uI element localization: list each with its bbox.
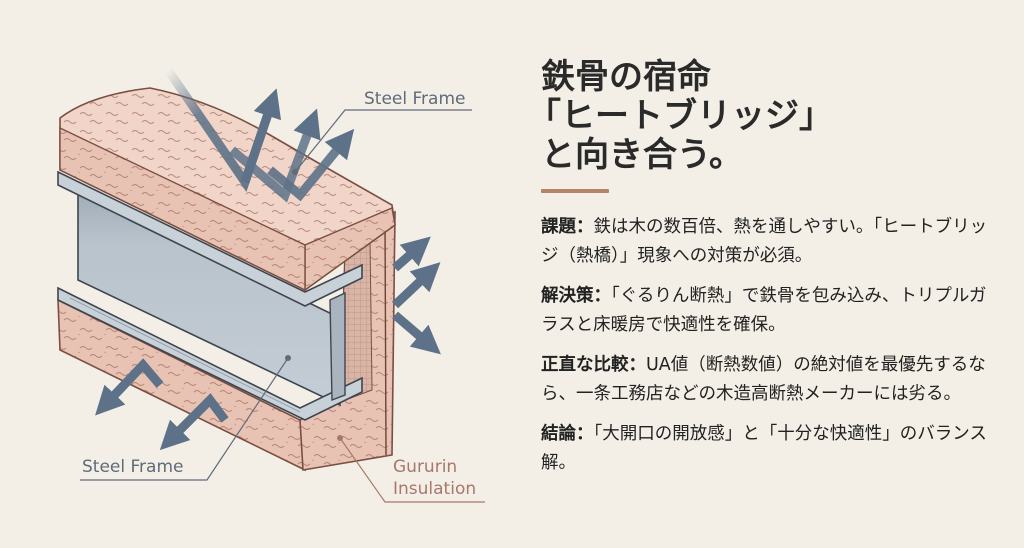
headline: 鉄骨の宿命 「ヒートブリッジ」 と向き合う。: [527, 57, 1001, 175]
point-solution: 解決策：「ぐるりん断熱」で鉄骨を包み込み、トリプルガラスと床暖房で快適性を確保。: [541, 282, 1001, 340]
point-comparison-text: UA値（断熱数値）の絶対値を最優先するなら、一条工務店などの木造高断熱メーカーに…: [541, 355, 986, 404]
steel-frame-insulation-illustration: Steel Frame Steel Frame Gururin Insulati…: [57, 67, 485, 503]
insulation-label: Gururin Insulation: [393, 456, 476, 500]
accent-divider: [541, 189, 609, 193]
point-conclusion-label: 結論：: [541, 424, 594, 444]
steel-frame-label-bottom: Steel Frame: [82, 457, 184, 477]
headline-line1: 鉄骨の宿命: [541, 57, 711, 97]
insulation-label-line2: Insulation: [393, 479, 477, 499]
point-solution-text: 「ぐるりん断熱」で鉄骨を包み込み、トリプルガラスと床暖房で快適性を確保。: [541, 286, 987, 335]
point-issue-text: 鉄は木の数百倍、熱を通しやすい。「ヒートブリッジ（熱橋）」現象への対策が必須。: [541, 217, 988, 266]
point-comparison: 正直な比較：UA値（断熱数値）の絶対値を最優先するなら、一条工務店などの木造高断…: [541, 351, 1001, 409]
steel-frame-label-top: Steel Frame: [364, 89, 466, 109]
headline-line2: 「ヒートブリッジ」: [527, 96, 833, 136]
point-solution-label: 解決策：: [541, 286, 611, 306]
insulation-label-line1: Gururin: [393, 457, 458, 477]
i-beam-diagram: [57, 67, 485, 503]
point-issue: 課題：鉄は木の数百倍、熱を通しやすい。「ヒートブリッジ（熱橋）」現象への対策が必…: [541, 213, 1001, 271]
point-comparison-label: 正直な比較：: [541, 355, 646, 375]
point-conclusion: 結論：「大開口の開放感」と「十分な快適性」のバランス解。: [541, 420, 1001, 478]
article-panel: 鉄骨の宿命 「ヒートブリッジ」 と向き合う。 課題：鉄は木の数百倍、熱を通しやす…: [527, 57, 1001, 489]
point-conclusion-text: 「大開口の開放感」と「十分な快適性」のバランス解。: [541, 424, 987, 473]
point-issue-label: 課題：: [541, 217, 594, 237]
headline-line3: と向き合う。: [541, 135, 743, 175]
